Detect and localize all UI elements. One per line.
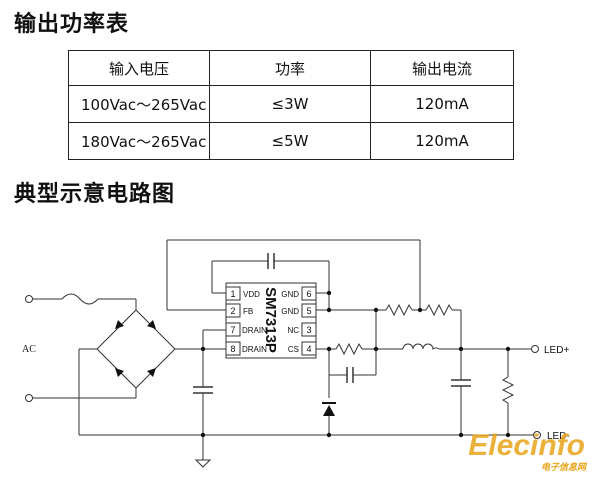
pin-label-right-2: GND — [281, 307, 299, 316]
led-minus-terminal — [533, 431, 541, 439]
cell-current: 120mA — [370, 85, 514, 123]
header-power: 功率 — [209, 50, 371, 86]
feedback-resistor-2 — [425, 303, 453, 317]
freewheel-diode — [323, 405, 335, 416]
table-row: 100Vac～265Vac ≤3W 120mA — [68, 85, 514, 123]
pin-num-right-1: 6 — [306, 289, 311, 299]
watermark-subtitle: 电子信息网 — [541, 462, 588, 473]
pin-label-right-1: GND — [281, 290, 299, 299]
led-plus-terminal — [531, 345, 539, 353]
bridge-diode-1 — [115, 320, 124, 329]
pin-num-left-3: 7 — [230, 325, 235, 335]
pin-num-right-4: 4 — [306, 344, 311, 354]
ac-terminal-bottom — [25, 394, 33, 402]
bridge-diode-4 — [147, 368, 156, 377]
pin-label-left-1: VDD — [243, 290, 260, 299]
pin-label-left-4: DRAIN — [242, 345, 267, 354]
table-header-row: 输入电压 功率 输出电流 — [68, 50, 514, 86]
pin-label-right-3: NC — [287, 326, 299, 335]
cell-current: 120mA — [370, 122, 514, 160]
bridge-diode-2 — [147, 320, 156, 329]
ic-body — [225, 282, 317, 359]
led-plus-label: LED+ — [544, 345, 569, 356]
bridge-diode-3 — [115, 368, 124, 377]
pin-label-left-2: FB — [243, 307, 253, 316]
pin-label-left-3: DRAIN — [242, 326, 267, 335]
output-power-table: 输入电压 功率 输出电流 100Vac～265Vac ≤3W 120mA 180… — [68, 50, 514, 160]
watermark-logo: Elecinfo — [468, 429, 585, 462]
circuit-diagram: 1 2 7 8 VDD FB DRAIN DRAIN 6 5 3 4 GND G… — [22, 239, 588, 473]
pin-num-left-1: 1 — [230, 289, 235, 299]
pin-num-left-2: 2 — [230, 306, 235, 316]
feedback-resistor-1 — [385, 303, 413, 317]
pin-num-right-3: 3 — [306, 325, 311, 335]
pin-num-right-2: 5 — [306, 306, 311, 316]
cell-power: ≤5W — [209, 122, 371, 160]
circuit-title: 典型示意电路图 — [14, 182, 176, 207]
table-row: 180Vac～265Vac ≤5W 120mA — [68, 122, 514, 160]
sense-resistor — [335, 342, 363, 356]
ac-terminal-top — [25, 295, 33, 303]
inductor — [402, 343, 440, 350]
cell-power: ≤3W — [209, 85, 371, 123]
header-input-voltage: 输入电压 — [68, 50, 210, 86]
pin-num-left-4: 8 — [230, 344, 235, 354]
bridge-rectifier — [96, 309, 176, 389]
cell-voltage: 100Vac～265Vac — [68, 85, 210, 123]
ic-part-number: SM7313P — [262, 287, 279, 353]
led-minus-label: LED- — [547, 431, 570, 442]
fuse-symbol — [61, 293, 99, 305]
header-output-current: 输出电流 — [370, 50, 514, 86]
load-resistor — [501, 376, 515, 404]
output-power-title: 输出功率表 — [14, 12, 130, 37]
ac-label: AC — [22, 344, 36, 355]
ground-symbol — [194, 459, 212, 468]
cell-voltage: 180Vac～265Vac — [68, 122, 210, 160]
pin-label-right-4: CS — [288, 345, 299, 354]
